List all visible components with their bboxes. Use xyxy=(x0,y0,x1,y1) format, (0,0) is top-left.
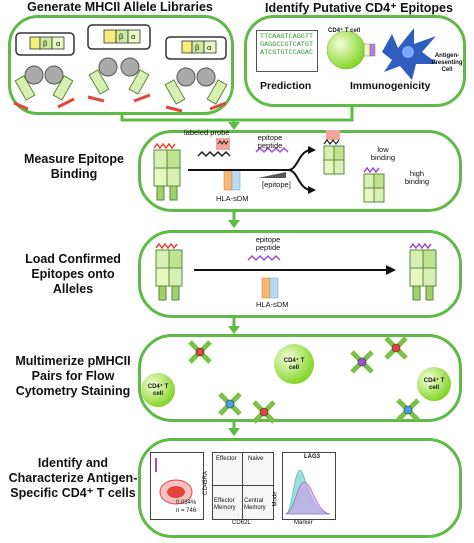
gene-label-beta-1: β xyxy=(43,39,48,48)
step-multimerize-label: Multimerize pMHCII Pairs for Flow Cytome… xyxy=(15,354,131,398)
n-count-label: n = 746 xyxy=(176,508,197,514)
sequence-box: TTCAAGTCAGGTT GAGGCCGTCATGT ATCGTGTCCAGA… xyxy=(256,30,318,72)
gene-label-alpha-2: α xyxy=(131,32,136,41)
vector-group-3 xyxy=(164,36,228,113)
lag3-label: LAG3 xyxy=(304,454,321,460)
allele-library-drawing xyxy=(13,24,228,113)
cd4-tcell-label-3: CD4⁺ T cell xyxy=(423,378,445,391)
apc-label: Antigen-Presenting Cell xyxy=(431,53,463,73)
sequence-line-3: ATCGTGTCCAGAC xyxy=(260,49,314,57)
gene-label-alpha-3: α xyxy=(207,43,212,52)
memory-quadrant-plot xyxy=(212,452,274,520)
step-measure-label: Measure Epitope Binding xyxy=(23,152,125,181)
gene-label-alpha-1: α xyxy=(56,39,61,48)
mode-axis-label: Mode xyxy=(272,491,279,507)
labeled-probe-label: labeled probe xyxy=(184,128,230,137)
scatter-points xyxy=(155,458,193,505)
high-binding-label: high binding xyxy=(404,169,430,186)
epitope-peptide-label-1: epitope peptide xyxy=(257,133,283,150)
load-epitopes-drawing xyxy=(155,242,437,301)
central-memory-label: Central Memory xyxy=(244,498,266,511)
effector-label: Effector xyxy=(216,456,237,462)
header-left: Generate MHCII Allele Libraries xyxy=(27,0,213,14)
cd4-tcell-label-1: CD4⁺ T cell xyxy=(147,384,169,397)
sequence-line-2: GAGGCCGTCATGT xyxy=(260,41,314,49)
low-binding-label: low binding xyxy=(370,145,396,162)
histogram-curves xyxy=(285,469,331,515)
vector-group-1 xyxy=(13,32,75,111)
cd62l-axis-label: CD62L xyxy=(232,520,251,526)
epitope-conc-label: [epitope] xyxy=(262,180,291,189)
marker-axis-label: Marker xyxy=(294,520,313,526)
sequence-line-1: TTCAAGTCAGGTT xyxy=(260,33,314,41)
gene-label-beta-3: β xyxy=(195,43,200,52)
prediction-label: Prediction xyxy=(260,80,312,92)
vector-group-2 xyxy=(87,24,151,103)
naive-label: Naive xyxy=(248,456,264,462)
measure-binding-drawing xyxy=(153,130,385,203)
hla-sdm-label-2: HLA-sDM xyxy=(256,300,289,309)
effector-memory-label: Effector Memory xyxy=(214,498,236,511)
multimer-drawing xyxy=(141,336,451,424)
epitope-peptide-label-2: epitope peptide xyxy=(255,235,281,252)
header-right: Identify Putative CD4⁺ Epitopes xyxy=(265,1,453,15)
percent-label: 0.034% xyxy=(176,500,197,506)
hla-sdm-label-1: HLA-sDM xyxy=(216,194,249,203)
cd45ra-axis-label: CD45RA xyxy=(202,471,209,495)
tcell-apc-drawing xyxy=(326,28,438,80)
cd4-tcell-top-label: CD4⁺ T cell xyxy=(328,28,361,34)
cd4-tcell-label-2: CD4⁺ T cell xyxy=(283,358,305,371)
immunogenicity-label: Immunogenicity xyxy=(350,80,431,92)
step-identify-label: Identify and Characterize Antigen-Specif… xyxy=(8,456,138,500)
load-epitopes-panel xyxy=(138,230,462,318)
gene-label-beta-2: β xyxy=(119,32,124,41)
step-load-label: Load Confirmed Epitopes onto Alleles xyxy=(25,252,121,296)
